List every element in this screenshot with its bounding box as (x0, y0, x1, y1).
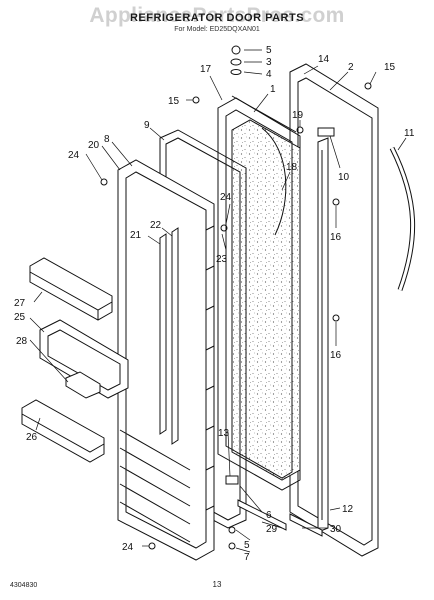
screw-7 (228, 542, 236, 550)
callout-27: 27 (14, 298, 26, 309)
callout-1: 1 (270, 84, 276, 95)
callout-15-right: 15 (384, 62, 396, 73)
callout-7: 7 (244, 552, 250, 563)
trim-30 (289, 513, 323, 537)
callout-10: 10 (338, 172, 350, 183)
foam-insulation (231, 119, 301, 481)
hinge-bearing-3 (230, 58, 242, 66)
door-bin-small (29, 257, 113, 321)
callout-24-mid: 24 (220, 192, 232, 203)
callout-11: 11 (404, 128, 415, 139)
shelf-rail-right (171, 227, 179, 445)
dairy-tray (65, 371, 101, 399)
callout-13: 13 (218, 428, 230, 439)
document-number: 4304830 (10, 582, 38, 589)
page-title: REFRIGERATOR DOOR PARTS (129, 12, 305, 24)
callout-12: 12 (342, 504, 354, 515)
watermark: AppliancePartsPros.com (89, 4, 345, 27)
callout-21: 21 (130, 230, 142, 241)
callout-15-left: 15 (168, 96, 180, 107)
callout-6: 6 (266, 510, 272, 521)
bracket-29 (237, 499, 287, 531)
callout-26: 26 (26, 432, 38, 443)
callout-5-top: 5 (266, 45, 272, 56)
callout-24-bottom: 24 (122, 542, 134, 553)
callout-18: 18 (286, 162, 298, 173)
callout-28: 28 (16, 336, 28, 347)
callout-24-top: 24 (68, 150, 80, 161)
door-bin-large (39, 319, 129, 399)
door-outer-panel (289, 63, 379, 557)
side-trim-rail (317, 137, 329, 533)
callout-30: 30 (330, 524, 342, 535)
screw-24-mid (220, 224, 228, 232)
callout-17: 17 (200, 64, 212, 75)
shelf-rail-left (159, 233, 167, 435)
screw-16-top (332, 198, 340, 206)
callout-5-bottom: 5 (244, 540, 250, 551)
callout-22: 22 (150, 220, 162, 231)
callout-4: 4 (266, 69, 272, 80)
hinge-6 (225, 475, 239, 485)
callout-16-bottom: 16 (330, 350, 342, 361)
callout-23: 23 (216, 254, 228, 265)
callout-9: 9 (144, 120, 150, 131)
door-cover (21, 399, 105, 463)
screw-5-bottom (228, 526, 236, 534)
screw-15-right (364, 82, 372, 90)
screw-16-bottom (332, 314, 340, 322)
screw-24-bottom (148, 542, 156, 550)
model-subtitle: For Model: ED25DQXAN01 (174, 26, 260, 33)
callout-14: 14 (318, 54, 330, 65)
callout-29: 29 (266, 524, 278, 535)
screw-24-top (100, 178, 108, 186)
callout-25: 25 (14, 312, 26, 323)
callout-16-top: 16 (330, 232, 342, 243)
hinge-screw-5 (231, 45, 241, 55)
callout-2: 2 (348, 62, 354, 73)
callout-8: 8 (104, 134, 110, 145)
bracket-10 (317, 127, 335, 137)
callout-20: 20 (88, 140, 100, 151)
callout-3: 3 (266, 57, 272, 68)
screw-15-left (192, 96, 200, 104)
page-number: 13 (212, 580, 222, 589)
callout-19: 19 (292, 110, 304, 121)
hinge-washer-4 (230, 69, 242, 75)
